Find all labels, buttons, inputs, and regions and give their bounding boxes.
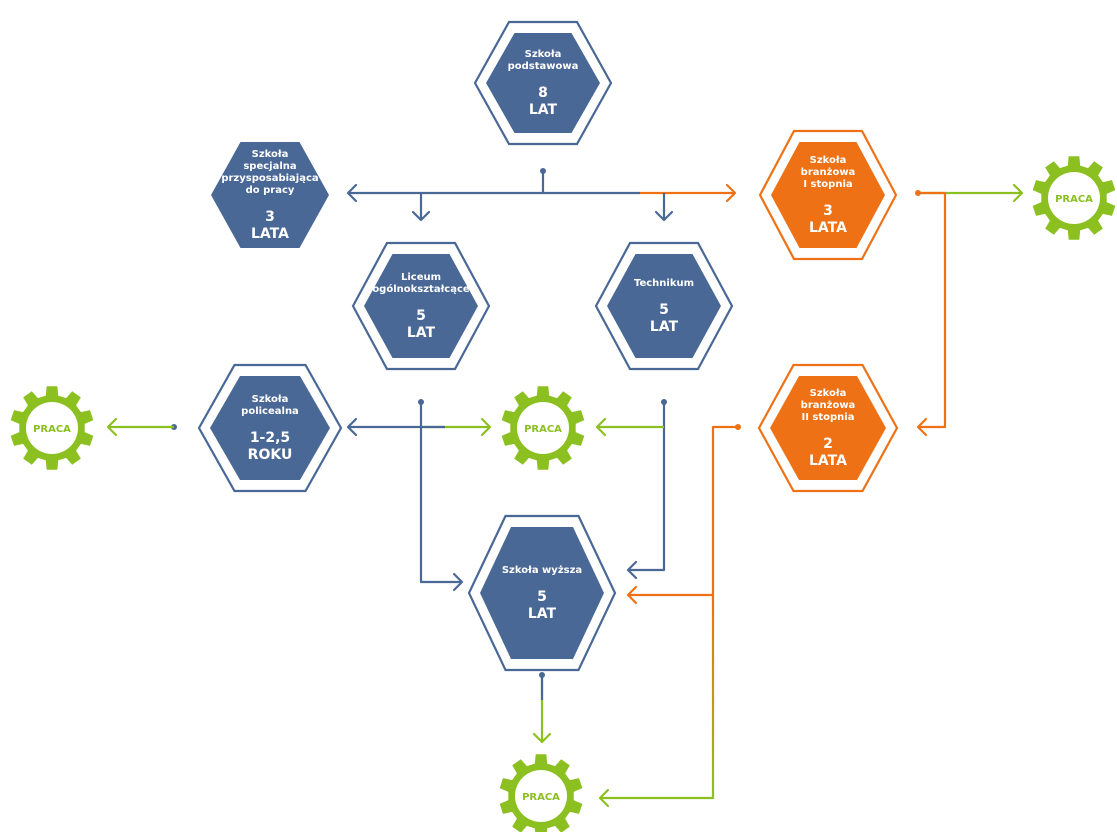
node-frame bbox=[757, 363, 899, 493]
node-duration-unit: LAT bbox=[529, 102, 558, 118]
node-name-line: Szkoła bbox=[252, 394, 289, 405]
node-frame bbox=[351, 241, 491, 371]
node-hexagon bbox=[770, 376, 886, 480]
node-duration-unit: LAT bbox=[650, 319, 679, 335]
work-label: PRACA bbox=[524, 424, 562, 435]
node-name-line: Szkoła bbox=[252, 149, 289, 160]
work-gear-middle: PRACA bbox=[501, 386, 585, 470]
arrow-lyceum-to-university bbox=[452, 572, 464, 592]
node-name-line: branżowa bbox=[801, 167, 856, 178]
node-duration-unit: LATA bbox=[809, 220, 847, 236]
work-label: PRACA bbox=[33, 424, 71, 435]
nodes: Szkołapodstawowa8LATSzkołaspecjalnaprzys… bbox=[197, 20, 899, 672]
node-frame bbox=[197, 363, 343, 493]
arrow-to-technikum bbox=[654, 210, 674, 222]
node-name-line: branżowa bbox=[801, 400, 856, 411]
node-duration-value: 1-2,5 bbox=[250, 430, 290, 446]
arrow-university-to-work bbox=[532, 732, 552, 744]
node-name-line: Liceum bbox=[401, 272, 441, 283]
connector-lyceum-to-university bbox=[419, 402, 462, 584]
node-name-line: Szkoła bbox=[810, 155, 847, 166]
connector-technikum-to-university bbox=[628, 402, 666, 572]
gear-hole bbox=[517, 402, 569, 454]
node-name-line: Szkoła bbox=[810, 388, 847, 399]
node-hexagon bbox=[771, 142, 885, 248]
connector-vocational1-to-vocational2 bbox=[918, 191, 947, 429]
node-name-line: Szkoła bbox=[525, 49, 562, 60]
node-duration-value: 5 bbox=[659, 302, 669, 318]
work-gear-bottom: PRACA bbox=[499, 754, 583, 832]
node-hexagon bbox=[607, 254, 721, 358]
node-name-line: II stopnia bbox=[802, 412, 855, 423]
node-duration-value: 8 bbox=[538, 85, 548, 101]
node-duration-unit: LATA bbox=[809, 453, 847, 469]
node-duration-unit: LAT bbox=[407, 325, 436, 341]
arrow-to-vocational2 bbox=[916, 417, 928, 437]
work-label: PRACA bbox=[1055, 194, 1093, 205]
node-name-line: przysposabiająca bbox=[221, 173, 318, 184]
node-hexagon bbox=[211, 142, 329, 248]
arrow-to-special bbox=[346, 183, 358, 203]
gear-hole bbox=[26, 402, 78, 454]
node-name-line: podstawowa bbox=[508, 61, 579, 72]
node-frame bbox=[758, 129, 898, 261]
node-duration-value: 5 bbox=[416, 308, 426, 324]
node-duration-unit: LAT bbox=[528, 606, 557, 622]
node-frame bbox=[594, 241, 734, 371]
node-duration-value: 2 bbox=[823, 436, 833, 452]
arrow-to-postsecondary bbox=[346, 417, 358, 437]
arrow-to-work-left bbox=[106, 417, 118, 437]
node-duration-unit: ROKU bbox=[248, 447, 293, 463]
arrow-vocational2-to-university bbox=[626, 585, 638, 605]
arrow-to-vocational1 bbox=[725, 183, 737, 203]
node-name-line: ogólnokształcące bbox=[372, 283, 470, 295]
arrow-vocational2-to-work bbox=[598, 788, 610, 808]
connectors bbox=[106, 168, 1024, 808]
node-name-line: do pracy bbox=[246, 185, 295, 196]
arrow-to-lyceum bbox=[411, 210, 431, 222]
work-gear-top-right: PRACA bbox=[1032, 156, 1116, 240]
arrow-technikum-to-university bbox=[626, 560, 638, 580]
node-name-line: Szkoła wyższa bbox=[502, 565, 582, 576]
work-gear-left: PRACA bbox=[10, 386, 94, 470]
node-name-line: I stopnia bbox=[803, 179, 852, 190]
node-frame bbox=[473, 20, 613, 146]
node-name-line: Technikum bbox=[634, 278, 694, 289]
node-duration-unit: LATA bbox=[251, 226, 289, 242]
node-hexagon bbox=[486, 33, 600, 133]
gear-hole bbox=[1048, 172, 1100, 224]
connector-vocational2-to-university bbox=[628, 425, 738, 597]
node-duration-value: 3 bbox=[265, 209, 275, 225]
node-hexagon bbox=[364, 254, 478, 358]
work-label: PRACA bbox=[522, 792, 560, 803]
node-hexagon bbox=[480, 527, 604, 659]
work-gears: PRACA PRACA PRACA PRACA bbox=[10, 156, 1116, 832]
node-name-line: specjalna bbox=[243, 161, 296, 172]
node-hexagon bbox=[210, 376, 330, 480]
node-duration-value: 5 bbox=[537, 589, 547, 605]
gear-hole bbox=[515, 770, 567, 822]
connector-vocational2-to-work bbox=[600, 595, 715, 800]
node-name-line: policealna bbox=[241, 406, 299, 417]
node-frame bbox=[467, 514, 617, 672]
node-duration-value: 3 bbox=[823, 203, 833, 219]
arrow-technikum-to-work bbox=[595, 417, 607, 437]
arrow-lyceum-to-work bbox=[480, 417, 492, 437]
arrow-to-work-top bbox=[1012, 183, 1024, 203]
